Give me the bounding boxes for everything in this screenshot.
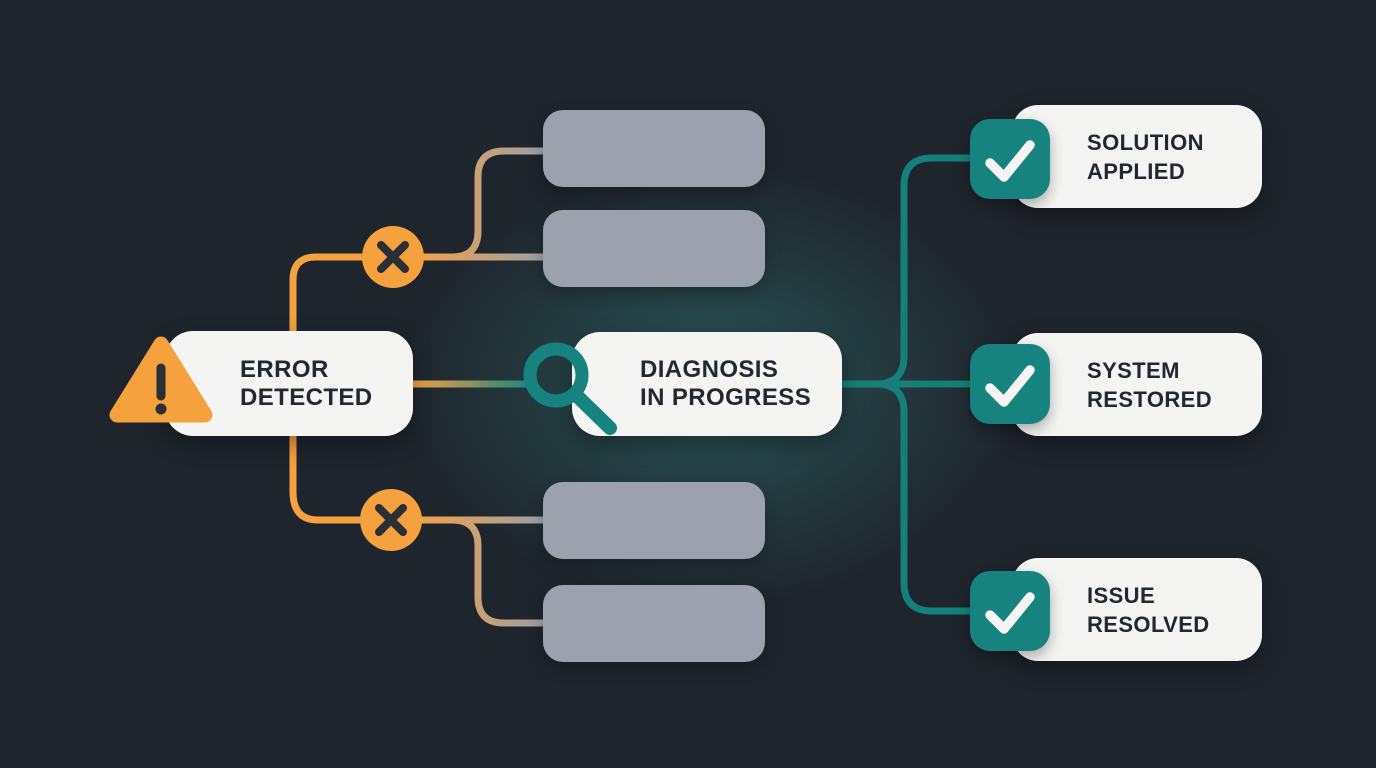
connector-diagnosis-to-solution-applied bbox=[839, 154, 973, 388]
node-label-line: DIAGNOSIS bbox=[640, 356, 779, 383]
node-label-line: DETECTED bbox=[240, 383, 373, 411]
node-label-line: RESOLVED bbox=[1087, 611, 1210, 637]
node-diagnosis-in-progress: DIAGNOSIS IN PROGRESS bbox=[572, 332, 842, 436]
node-label-line: ISSUE bbox=[1087, 582, 1156, 608]
connector-diagnosis-to-issue-resolved bbox=[839, 380, 973, 615]
connector-x2-to-placeholder4 bbox=[417, 516, 549, 627]
node-label-line: SYSTEM bbox=[1087, 357, 1180, 383]
node-label-line: APPLIED bbox=[1087, 158, 1186, 184]
checkmark-icon bbox=[970, 344, 1050, 424]
node-issue-resolved: ISSUE RESOLVED bbox=[1012, 558, 1262, 661]
checkmark-icon bbox=[970, 119, 1050, 199]
node-label-line: RESTORED bbox=[1087, 386, 1213, 412]
x-mark-icon bbox=[362, 226, 424, 288]
node-label-line: SOLUTION bbox=[1087, 129, 1204, 155]
connector-error-to-x-bottom bbox=[289, 432, 365, 524]
placeholder-box bbox=[543, 585, 765, 662]
checkmark-icon bbox=[970, 571, 1050, 651]
placeholder-box bbox=[543, 482, 765, 559]
node-label-line: ERROR bbox=[240, 355, 329, 383]
node-system-restored: SYSTEM RESTORED bbox=[1012, 333, 1262, 436]
connector-error-to-x-top bbox=[289, 253, 367, 337]
placeholder-box bbox=[543, 110, 765, 187]
connector-x1-to-placeholder1 bbox=[419, 147, 549, 261]
node-label-line: IN PROGRESS bbox=[640, 384, 812, 411]
node-error-detected: ERROR DETECTED bbox=[165, 331, 413, 436]
placeholder-box bbox=[543, 210, 765, 287]
x-mark-icon bbox=[360, 489, 422, 551]
node-solution-applied: SOLUTION APPLIED bbox=[1012, 105, 1262, 208]
